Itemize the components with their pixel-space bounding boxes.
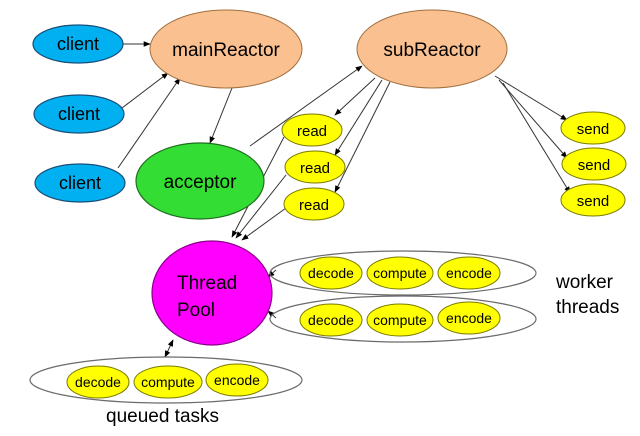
decode-ellipse <box>299 303 363 337</box>
read-ellipse <box>283 187 345 221</box>
edge-threadpool-to-queue <box>164 339 174 358</box>
edge-subreactor-to-read3 <box>334 81 391 193</box>
client-label: client <box>59 173 101 193</box>
encode-ellipse <box>205 363 269 397</box>
decode-label: decode <box>308 312 354 328</box>
client-ellipse <box>34 163 126 203</box>
encode-ellipse <box>437 301 501 335</box>
read-ellipse <box>284 150 346 184</box>
main-reactor-ellipse <box>149 9 303 89</box>
queued-tasks-label: queued tasks <box>106 406 219 427</box>
edge-read2-to-threadpool <box>235 174 287 239</box>
thread-pool-circle <box>151 240 273 346</box>
client-ellipse <box>32 24 124 64</box>
queued-task-ring <box>29 356 303 404</box>
client-node: client <box>34 163 126 203</box>
read-node: read <box>283 187 345 221</box>
worker-thread-row: decode compute encode <box>269 250 537 296</box>
send-node: send <box>560 183 626 217</box>
encode-label: encode <box>214 372 260 388</box>
compute-ellipse <box>133 365 203 399</box>
decode-label: decode <box>308 265 354 281</box>
encode-label: encode <box>446 265 492 281</box>
main-reactor-node: mainReactor <box>149 9 303 89</box>
client-label: client <box>58 104 100 124</box>
read-node: read <box>281 113 343 147</box>
queued-task-row: decode compute encode <box>29 356 303 404</box>
sub-reactor-ellipse <box>356 9 508 89</box>
edge-subreactor-to-send1 <box>494 75 568 121</box>
read-node: read <box>284 150 346 184</box>
thread-pool-label-line1: Thread <box>177 273 237 294</box>
decode-ellipse <box>66 365 130 399</box>
read-label: read <box>299 197 329 214</box>
send-label: send <box>577 121 610 138</box>
compute-label: compute <box>373 312 427 328</box>
edges <box>117 41 571 358</box>
read-label: read <box>297 123 327 140</box>
edge-mainreactor-to-acceptor <box>209 87 233 144</box>
edge-subreactor-to-read2 <box>334 79 383 156</box>
edge-subreactor-to-read1 <box>334 77 376 116</box>
send-label: send <box>578 157 611 174</box>
send-node: send <box>560 111 626 145</box>
edge-acceptor-to-subreactor <box>249 65 363 147</box>
encode-label: encode <box>446 310 492 326</box>
acceptor-node: acceptor <box>135 142 265 220</box>
compute-label: compute <box>141 374 195 390</box>
client-node: client <box>33 94 125 134</box>
compute-ellipse <box>366 303 434 337</box>
acceptor-ellipse <box>135 142 265 220</box>
edge-subreactor-to-send2 <box>498 79 568 159</box>
decode-label: decode <box>75 374 121 390</box>
worker-thread-ring <box>269 295 537 343</box>
acceptor-label: acceptor <box>164 172 238 193</box>
sub-reactor-node: subReactor <box>356 9 508 89</box>
send-ellipse <box>560 111 626 145</box>
main-reactor-label: mainReactor <box>172 40 280 61</box>
thread-pool-label-line2: Pool <box>177 300 215 321</box>
edge-client2-to-mainreactor <box>121 72 169 109</box>
send-ellipse <box>561 147 627 181</box>
decode-ellipse <box>299 256 363 290</box>
read-label: read <box>300 160 330 177</box>
compute-label: compute <box>373 265 427 281</box>
read-ellipse <box>281 113 343 147</box>
thread-pool-node: Thread Pool <box>151 240 273 346</box>
edge-client3-to-mainreactor <box>117 77 181 169</box>
client-label: client <box>57 34 99 54</box>
client-node: client <box>32 24 124 64</box>
worker-threads-label-line2: threads <box>556 297 619 318</box>
compute-ellipse <box>366 256 434 290</box>
edge-subreactor-to-send3 <box>502 82 571 194</box>
encode-ellipse <box>437 256 501 290</box>
send-node: send <box>561 147 627 181</box>
sub-reactor-label: subReactor <box>383 40 481 61</box>
worker-thread-ring <box>269 250 537 296</box>
worker-thread-row: decode compute encode <box>269 295 537 343</box>
worker-threads-label-line1: worker <box>555 272 614 293</box>
edge-read3-to-threadpool <box>241 207 287 241</box>
client-ellipse <box>33 94 125 134</box>
send-label: send <box>577 193 610 210</box>
send-ellipse <box>560 183 626 217</box>
